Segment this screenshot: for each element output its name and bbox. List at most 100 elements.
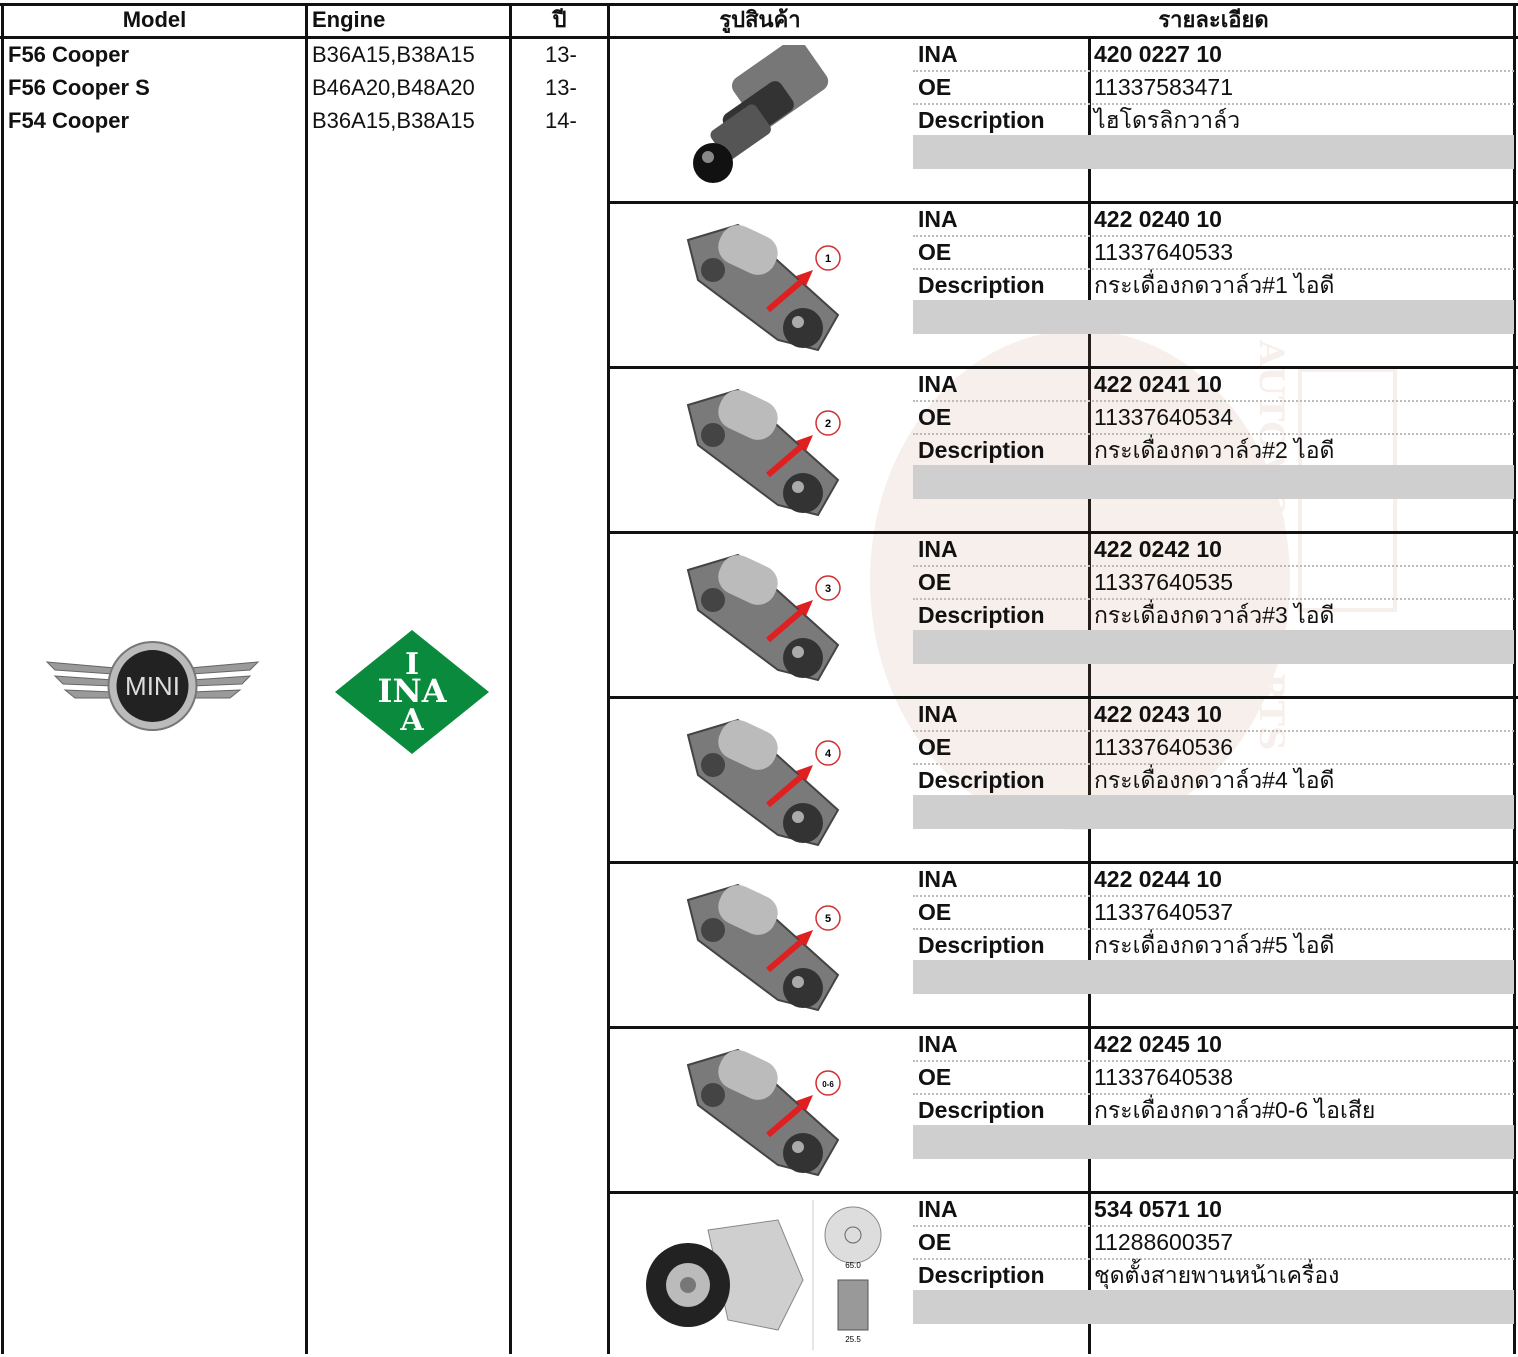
ina-label: INA [918,1196,958,1222]
oe-label: OE [918,899,952,925]
product-row: 5 INA OE Description 422 0244 10 1133764… [608,862,1518,1027]
oe-number: 11337640538 [1094,1064,1233,1090]
vehicle-engine: B36A15,B38A15 [312,42,475,67]
product-row: 0-6 INA OE Description 422 0245 10 11337… [608,1027,1518,1192]
product-description: กระเดื่องกดวาล์ว#4 ไอดี [1094,767,1335,793]
rocker-arm-image: 5 [686,883,841,1012]
oe-number: 11288600357 [1094,1229,1233,1255]
rocker-arm-image: 2 [686,388,841,517]
product-row: 2 INA OE Description 422 0241 10 1133764… [608,367,1518,532]
col-divider [1,3,4,1354]
cylinder-badge: 2 [825,418,831,430]
description-label: Description [918,602,1045,628]
ina-label: INA [918,371,958,397]
ina-logo: I INA A [335,630,489,754]
dotted-divider [913,565,1514,567]
oe-label: OE [918,404,952,430]
description-label: Description [918,1097,1045,1123]
row-divider [607,201,1518,204]
ina-label: INA [918,206,958,232]
cylinder-badge: 1 [825,253,831,265]
dotted-divider [913,763,1514,765]
dotted-divider [913,1060,1514,1062]
description-label: Description [918,1262,1045,1288]
ina-label: INA [918,866,958,892]
dotted-divider [913,400,1514,402]
product-description: กระเดื่องกดวาล์ว#2 ไอดี [1094,437,1335,463]
svg-text:25.5: 25.5 [845,1335,861,1344]
ina-part-number: 420 0227 10 [1094,41,1222,67]
vehicle-year: 14- [545,108,577,133]
dotted-divider [913,895,1514,897]
gray-band [913,1125,1514,1159]
dotted-divider [913,928,1514,930]
product-row: 1 INA OE Description 422 0240 10 1133764… [608,202,1518,367]
header-bottom-border [0,36,1518,39]
gray-band [913,300,1514,334]
ina-part-number: 422 0244 10 [1094,866,1222,892]
ina-label: INA [918,701,958,727]
vehicle-model: F56 Cooper [8,42,130,67]
oe-number: 11337640533 [1094,239,1233,265]
col-divider [607,3,610,1354]
dotted-divider [913,1225,1514,1227]
dotted-divider [913,1093,1514,1095]
oe-label: OE [918,569,952,595]
oe-label: OE [918,1229,952,1255]
description-label: Description [918,437,1045,463]
svg-text:INA: INA [377,672,447,710]
rocker-arm-image: 1 [686,223,841,352]
product-row: 3 INA OE Description 422 0242 10 1133764… [608,532,1518,697]
gray-band [913,465,1514,499]
description-label: Description [918,107,1045,133]
belt-tensioner-image: 65.0 25.5 [646,1200,882,1350]
rocker-arm-image: 0-6 [686,1048,841,1177]
row-divider [607,1026,1518,1029]
vehicle-model: F56 Cooper S [8,75,150,100]
oe-number: 11337583471 [1094,74,1233,100]
cylinder-badge: 5 [825,913,831,925]
svg-text:A: A [399,703,424,738]
ina-part-number: 422 0243 10 [1094,701,1222,727]
header-engine: Engine [312,7,386,32]
dotted-divider [913,433,1514,435]
product-description: ไฮโดรลิกวาล์ว [1094,107,1241,133]
gray-band [913,960,1514,994]
description-label: Description [918,272,1045,298]
oe-label: OE [918,239,952,265]
dotted-divider [913,730,1514,732]
header-details: รายละเอียด [1158,7,1269,32]
product-description: ชุดตั้งสายพานหน้าเครื่อง [1094,1262,1340,1288]
oe-number: 11337640537 [1094,899,1233,925]
vehicle-engine: B36A15,B38A15 [312,108,475,133]
row-divider [607,861,1518,864]
ina-part-number: 422 0242 10 [1094,536,1222,562]
header-image: รูปสินค้า [719,7,801,32]
row-divider [607,531,1518,534]
col-divider [305,3,308,1354]
row-divider [607,1191,1518,1194]
vehicle-engine: B46A20,B48A20 [312,75,475,100]
ina-label: INA [918,41,958,67]
product-row: 4 INA OE Description 422 0243 10 1133764… [608,697,1518,862]
gray-band [913,135,1514,169]
col-divider [509,3,512,1354]
oe-number: 11337640535 [1094,569,1233,595]
ina-label: INA [918,536,958,562]
description-label: Description [918,932,1045,958]
rocker-arm-image: 4 [686,718,841,847]
header-year: ปี [552,7,567,32]
svg-text:I: I [405,647,419,682]
hydraulic-lifter-image [693,45,829,183]
product-row: 65.0 25.5 INA OE Description 534 0571 10… [608,1192,1518,1357]
cylinder-badge: 4 [825,748,832,760]
oe-number: 11337640534 [1094,404,1233,430]
ina-label: INA [918,1031,958,1057]
vehicle-year: 13- [545,75,577,100]
gray-band [913,1290,1514,1324]
col-divider [1513,3,1516,1354]
ina-part-number: 422 0240 10 [1094,206,1222,232]
row-divider [607,696,1518,699]
row-divider [607,366,1518,369]
oe-label: OE [918,74,952,100]
